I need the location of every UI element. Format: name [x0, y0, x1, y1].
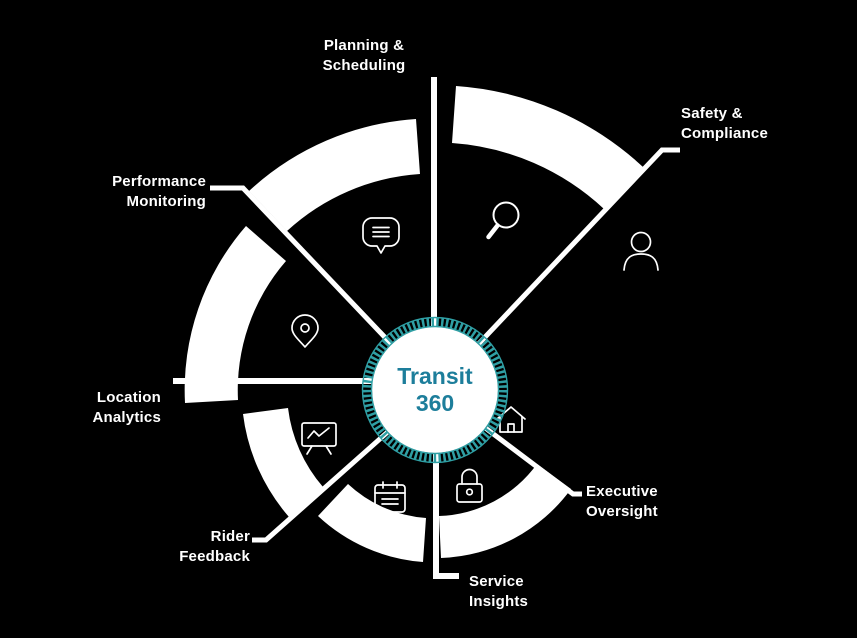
arc-bottom: [318, 484, 426, 562]
label-location-analytics: Location Analytics: [92, 389, 161, 426]
chat-icon: [362, 217, 400, 254]
wheel-arcs: [184, 86, 643, 562]
pin-icon: [291, 314, 319, 348]
lock-icon: [456, 468, 483, 503]
hub-hatched-ring: [362, 317, 508, 463]
hub-ring-outer-edge: [361, 316, 509, 464]
hub: [361, 316, 509, 464]
label-safety-compliance: Safety & Compliance: [681, 105, 769, 142]
label-executive-oversight: Executive Oversight: [586, 483, 658, 520]
leader-rider-line: [252, 388, 437, 543]
arc-bottom-left: [243, 408, 323, 517]
leader-lines: [173, 77, 680, 579]
arc-top-right: [452, 86, 643, 209]
calendar-icon: [374, 481, 406, 513]
leader-safety-line: [433, 147, 680, 392]
monitor-icon: [301, 422, 337, 455]
hub-disc: [372, 327, 498, 453]
person-icon: [623, 231, 659, 271]
sector-icons: [291, 201, 659, 513]
arc-left: [184, 226, 286, 403]
hub-label: Transit 360: [397, 363, 473, 416]
hub-ring-inner-edge: [370, 325, 500, 455]
leader-performance-line: [210, 185, 437, 392]
magnifier-icon: [486, 201, 520, 240]
arc-bottom-right: [439, 464, 571, 558]
label-performance-monitoring: Performance Monitoring: [112, 173, 206, 210]
label-planning-scheduling: Planning & Scheduling: [322, 37, 406, 74]
arc-top-left: [249, 119, 420, 231]
label-rider-feedback: Rider Feedback: [179, 528, 250, 565]
label-service-insights: Service Insights: [469, 573, 529, 610]
